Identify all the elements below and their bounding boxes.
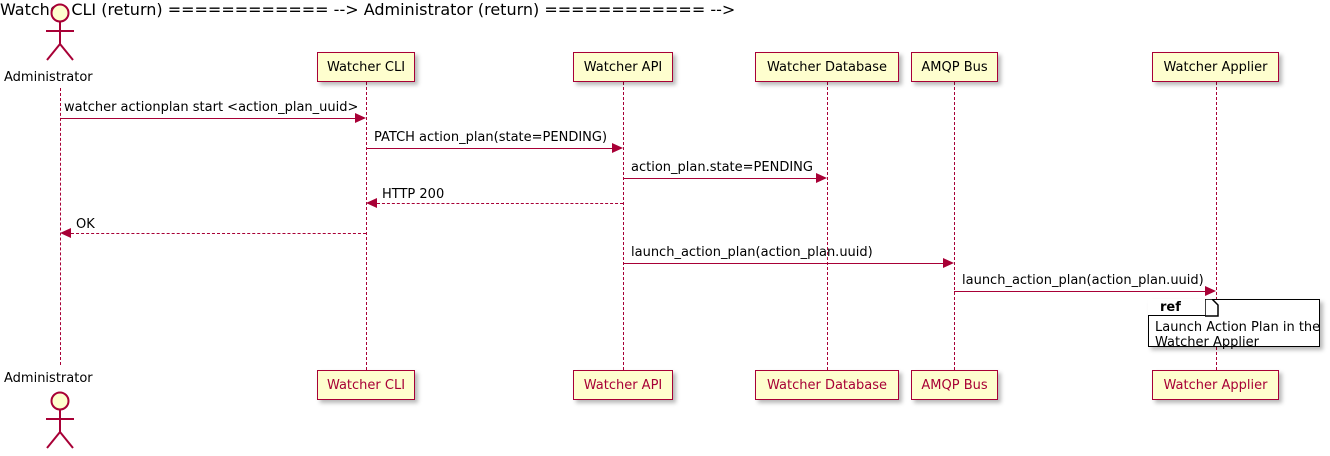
message-line-watcher-actionplan-start — [60, 118, 355, 119]
actor-label-administrator-top: Administrator — [4, 70, 93, 85]
participant-box-watcher-applier-bottom[interactable]: Watcher Applier — [1152, 370, 1279, 400]
participant-box-watcher-api-bottom[interactable]: Watcher API — [573, 370, 673, 400]
message-arrowhead-launch-action-plan-amqp — [943, 258, 954, 268]
lifeline-watcher-applier — [1216, 82, 1217, 370]
participant-box-watcher-database-top[interactable]: Watcher Database — [755, 52, 899, 82]
message-label-watcher-actionplan-start: watcher actionplan start <action_plan_uu… — [64, 100, 359, 115]
message-label-launch-action-plan-amqp: launch_action_plan(action_plan.uuid) — [631, 245, 873, 260]
message-arrowhead-watcher-actionplan-start — [355, 113, 366, 123]
message-line-launch-action-plan-applier — [954, 291, 1205, 292]
lifeline-watcher-api — [623, 82, 624, 370]
message-label-launch-action-plan-applier: launch_action_plan(action_plan.uuid) — [962, 273, 1204, 288]
message-label-action-plan-state-pending: action_plan.state=PENDING — [631, 160, 813, 175]
message-line-http-200 — [377, 203, 623, 204]
participant-box-amqp-bus-bottom[interactable]: AMQP Bus — [911, 370, 998, 400]
message-arrowhead-action-plan-state-pending — [816, 173, 827, 183]
actor-administrator-figure-bottom — [46, 391, 74, 449]
message-arrowhead-patch-action-plan — [612, 143, 623, 153]
lifeline-watcher-cli — [366, 82, 367, 370]
participant-box-watcher-applier-top[interactable]: Watcher Applier — [1152, 52, 1279, 82]
lifeline-administrator — [60, 88, 61, 365]
message-arrowhead-launch-action-plan-applier — [1205, 286, 1216, 296]
message-line-ok — [71, 233, 366, 234]
ref-fragment-body-line-2: Watcher Applier — [1155, 335, 1259, 350]
message-label-patch-action-plan: PATCH action_plan(state=PENDING) — [374, 130, 608, 145]
ref-fragment-body-line-1: Launch Action Plan in the — [1155, 320, 1321, 335]
message-label-ok: OK — [76, 217, 95, 232]
participant-box-watcher-api-top[interactable]: Watcher API — [573, 52, 673, 82]
participant-box-amqp-bus-top[interactable]: AMQP Bus — [911, 52, 998, 82]
ref-fragment-tab-label: ref — [1148, 299, 1206, 316]
message-line-patch-action-plan — [366, 148, 612, 149]
actor-label-administrator-bottom: Administrator — [4, 371, 93, 386]
message-line-launch-action-plan-amqp — [623, 263, 943, 264]
participant-box-watcher-cli-bottom[interactable]: Watcher CLI — [317, 370, 415, 400]
message-label-http-200: HTTP 200 — [382, 187, 445, 202]
participant-box-watcher-database-bottom[interactable]: Watcher Database — [755, 370, 899, 400]
message-arrowhead-ok — [60, 228, 71, 238]
ref-fragment-tab-corner-icon — [1205, 299, 1219, 317]
participant-box-watcher-cli-top[interactable]: Watcher CLI — [317, 52, 415, 82]
lifeline-watcher-database — [827, 82, 828, 370]
message-arrowhead-http-200 — [366, 198, 377, 208]
message-line-action-plan-state-pending — [623, 178, 816, 179]
lifeline-amqp-bus — [954, 82, 955, 370]
actor-administrator-figure-top — [46, 3, 74, 61]
